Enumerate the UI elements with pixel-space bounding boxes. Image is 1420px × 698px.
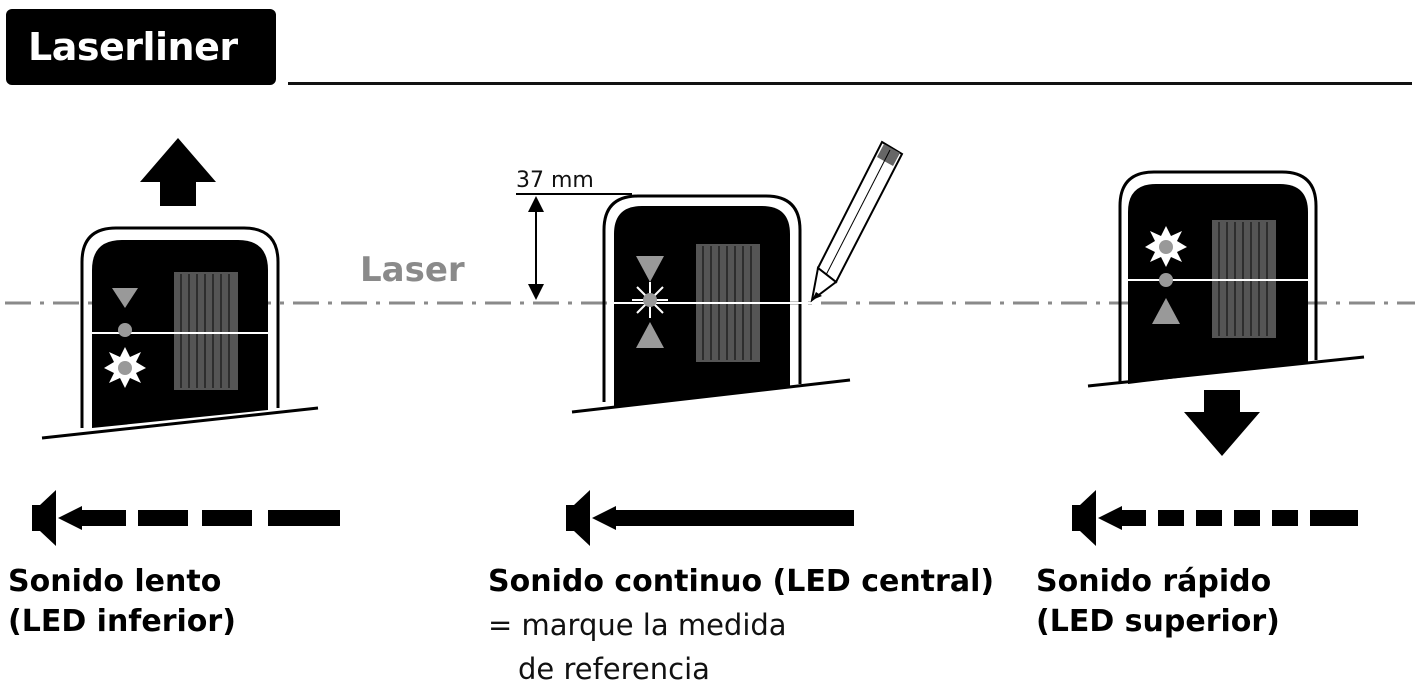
speaker-icon: [1072, 490, 1096, 546]
caption-center-line1: Sonido continuo (LED central): [488, 564, 995, 599]
pencil-icon: [810, 140, 904, 303]
dimension-label: 37 mm: [516, 168, 594, 193]
led-upper-active-icon: [1145, 226, 1187, 267]
caption-right-line2: (LED superior): [1036, 604, 1280, 639]
led-center-indicator: [118, 323, 132, 337]
sound-slow-indicator: [32, 490, 340, 546]
arrow-up-icon: [140, 138, 216, 206]
note-center-line2: de referencia: [518, 652, 710, 686]
brand-logo: Laserliner: [6, 9, 276, 85]
device-center: [571, 194, 851, 414]
header-rule: [288, 82, 1412, 85]
dimension-marker: [516, 193, 632, 300]
device-right: [1087, 170, 1365, 388]
caption-left-line2: (LED inferior): [8, 604, 236, 639]
led-down-indicator: [636, 322, 664, 348]
speaker-icon: [566, 490, 590, 546]
note-center-line1: = marque la medida: [488, 608, 787, 642]
led-center-indicator: [1159, 273, 1173, 287]
led-up-indicator: [112, 288, 138, 308]
led-down-indicator: [1152, 298, 1180, 324]
detector-window: [174, 272, 238, 390]
sound-fast-indicator: [1072, 490, 1358, 546]
speaker-icon: [32, 490, 56, 546]
led-up-indicator: [636, 256, 664, 282]
laser-label: Laser: [360, 250, 465, 290]
brand-name: Laserliner: [28, 25, 238, 69]
caption-left-line1: Sonido lento: [8, 564, 222, 599]
arrow-down-icon: [1184, 390, 1260, 456]
led-lower-active-icon: [104, 347, 146, 388]
caption-right-line1: Sonido rápido: [1036, 564, 1272, 599]
sound-continuous-indicator: [566, 490, 854, 546]
device-left: [41, 226, 319, 440]
